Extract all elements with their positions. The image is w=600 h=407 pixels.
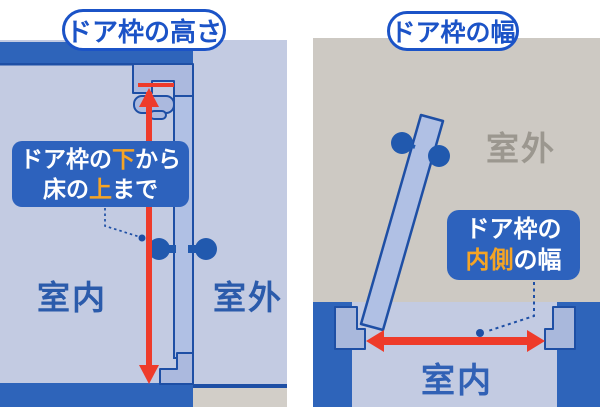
outdoor-floor xyxy=(193,388,287,407)
ceiling-slab-edge xyxy=(0,63,193,66)
leader-dot-height xyxy=(138,234,146,242)
doorknob-inside-icon xyxy=(428,145,450,167)
callout-text-segment: ドア枠の xyxy=(20,146,112,172)
arrowhead-left-icon xyxy=(366,330,384,352)
door-threshold xyxy=(159,352,194,385)
measure-shaft xyxy=(378,337,530,345)
leader-line-width xyxy=(487,282,535,332)
indoor-label-left-panel: 室内 xyxy=(37,279,107,316)
height-diagram xyxy=(0,40,287,407)
arrowhead-right-icon xyxy=(527,330,545,352)
doorknob-outdoor-icon xyxy=(195,238,217,260)
doorknob-indoor-icon xyxy=(148,238,170,260)
leader-dot-width xyxy=(476,329,484,337)
open-door-leaf xyxy=(359,113,445,332)
door-leaf-side xyxy=(173,95,194,359)
right-jamb-plan xyxy=(544,306,576,350)
height-measure-arrow xyxy=(138,83,174,384)
height-title-pill: ドア枠の高さ xyxy=(62,9,226,51)
height-title-label: ドア枠の高さ xyxy=(65,16,222,47)
height-callout: ドア枠の下から 床の上まで xyxy=(12,141,189,207)
callout-highlight: 内側 xyxy=(465,247,514,274)
left-jamb-plan xyxy=(334,306,366,350)
callout-highlight: 下 xyxy=(112,146,135,172)
width-callout-line1: ドア枠の xyxy=(466,214,562,245)
outdoor-floor-edge xyxy=(193,384,287,388)
doorknob-outside-icon xyxy=(391,132,413,154)
outdoor-label-right-panel: 室外 xyxy=(486,130,556,167)
width-callout-line2: 内側の幅 xyxy=(466,245,562,276)
frame-bottom-tick xyxy=(138,83,174,87)
callout-text-segment: ドア枠の xyxy=(465,216,562,243)
doorknob-stem-outdoor xyxy=(188,245,200,253)
indoor-label-right-panel: 室内 xyxy=(421,362,493,400)
width-title-label: ドア枠の幅 xyxy=(390,19,516,47)
measure-shaft xyxy=(146,92,152,375)
callout-text-segment: から xyxy=(135,146,181,172)
width-measure-arrow xyxy=(366,330,545,352)
callout-highlight: 上 xyxy=(89,176,112,202)
callout-text-segment: の幅 xyxy=(513,247,562,274)
arrowhead-down-icon xyxy=(139,365,159,384)
door-top-latch xyxy=(149,110,167,120)
callout-text-segment: まで xyxy=(112,176,158,202)
height-callout-line1: ドア枠の下から xyxy=(20,144,181,174)
width-callout: ドア枠の 内側の幅 xyxy=(447,210,580,280)
arrowhead-up-icon xyxy=(139,88,159,107)
height-callout-line2: 床の上まで xyxy=(43,174,158,204)
indoor-floor xyxy=(0,383,194,407)
door-frame-header xyxy=(132,63,194,105)
outdoor-label-left-panel: 室外 xyxy=(213,279,283,316)
callout-text-segment: 床の xyxy=(43,176,89,202)
width-title-pill: ドア枠の幅 xyxy=(387,11,519,51)
leader-line-height xyxy=(104,208,141,238)
